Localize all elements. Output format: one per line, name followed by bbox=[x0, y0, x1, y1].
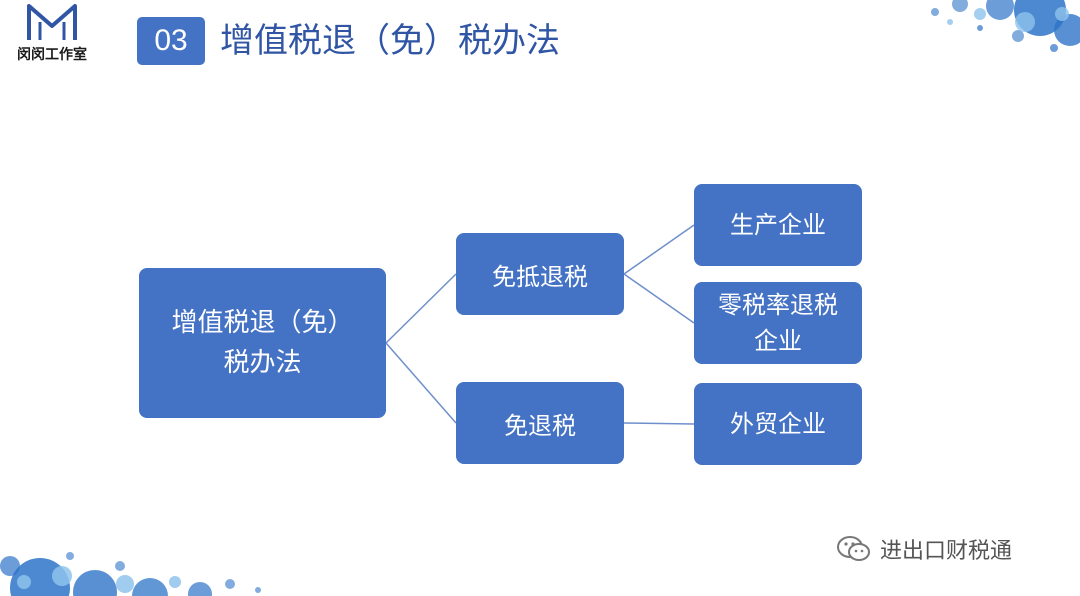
node-zero-rate-enterprise-line2: 企业 bbox=[754, 327, 802, 355]
node-root-line1: 增值税退（免） bbox=[171, 308, 354, 338]
node-exempt-credit-refund: 免抵退税 bbox=[456, 233, 624, 315]
node-foreign-trade-enterprise-label: 外贸企业 bbox=[730, 410, 826, 438]
node-foreign-trade-enterprise: 外贸企业 bbox=[694, 383, 862, 465]
node-root-line2: 税办法 bbox=[223, 348, 302, 378]
studio-logo: 闵闵工作室 bbox=[4, 0, 100, 66]
page-title: 增值税退（免）税办法 bbox=[220, 21, 560, 61]
logo-m-mark-icon bbox=[27, 4, 77, 40]
edge-root-mts bbox=[385, 342, 457, 424]
decorative-splash-bottom-left bbox=[0, 552, 261, 596]
wechat-icon bbox=[837, 536, 870, 561]
node-production-enterprise: 生产企业 bbox=[694, 184, 862, 266]
logo-text: 闵闵工作室 bbox=[17, 47, 87, 63]
node-zero-rate-enterprise-line1: 零税率退税 bbox=[718, 291, 838, 319]
node-zero-rate-enterprise: 零税率退税 企业 bbox=[694, 282, 862, 364]
node-root-vat-refund-method: 增值税退（免） 税办法 bbox=[139, 268, 386, 418]
wechat-watermark: 进出口财税通 bbox=[836, 534, 1012, 564]
node-exempt-refund-label: 免退税 bbox=[504, 411, 576, 440]
edge-mdts-sc bbox=[623, 224, 695, 275]
node-production-enterprise-label: 生产企业 bbox=[730, 211, 826, 239]
edge-root-mdts bbox=[385, 273, 457, 344]
section-number-badge: 03 bbox=[137, 17, 205, 65]
decorative-splash-top-right bbox=[931, 0, 1080, 52]
node-exempt-refund: 免退税 bbox=[456, 382, 624, 464]
watermark-text: 进出口财税通 bbox=[880, 539, 1013, 564]
edge-mts-wm bbox=[623, 422, 695, 425]
node-exempt-credit-refund-label: 免抵退税 bbox=[492, 262, 588, 291]
edge-mdts-ls bbox=[623, 273, 695, 324]
